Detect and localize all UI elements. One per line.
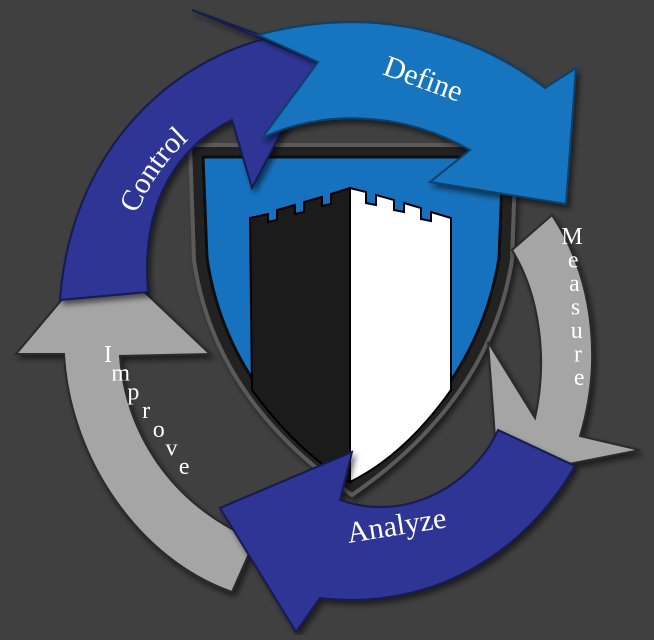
letter: M	[561, 224, 582, 250]
letter: m	[111, 361, 130, 387]
letter: I	[104, 342, 112, 368]
tower-dark-half	[248, 186, 351, 484]
letter: e	[568, 248, 579, 274]
letter: e	[574, 365, 585, 391]
analyze-arrow	[218, 428, 577, 634]
tower-light-half	[349, 186, 452, 484]
improve-arrow	[13, 250, 257, 594]
define-arrow	[255, 21, 578, 206]
letter: u	[571, 318, 583, 344]
letter: v	[166, 436, 178, 462]
castle-tower-icon	[248, 186, 452, 484]
letter: s	[571, 295, 580, 321]
letter: p	[127, 379, 139, 405]
letter: o	[153, 417, 165, 443]
letter: r	[142, 398, 150, 424]
letter: a	[569, 271, 580, 297]
letter: r	[574, 342, 582, 368]
letter: e	[179, 454, 190, 480]
